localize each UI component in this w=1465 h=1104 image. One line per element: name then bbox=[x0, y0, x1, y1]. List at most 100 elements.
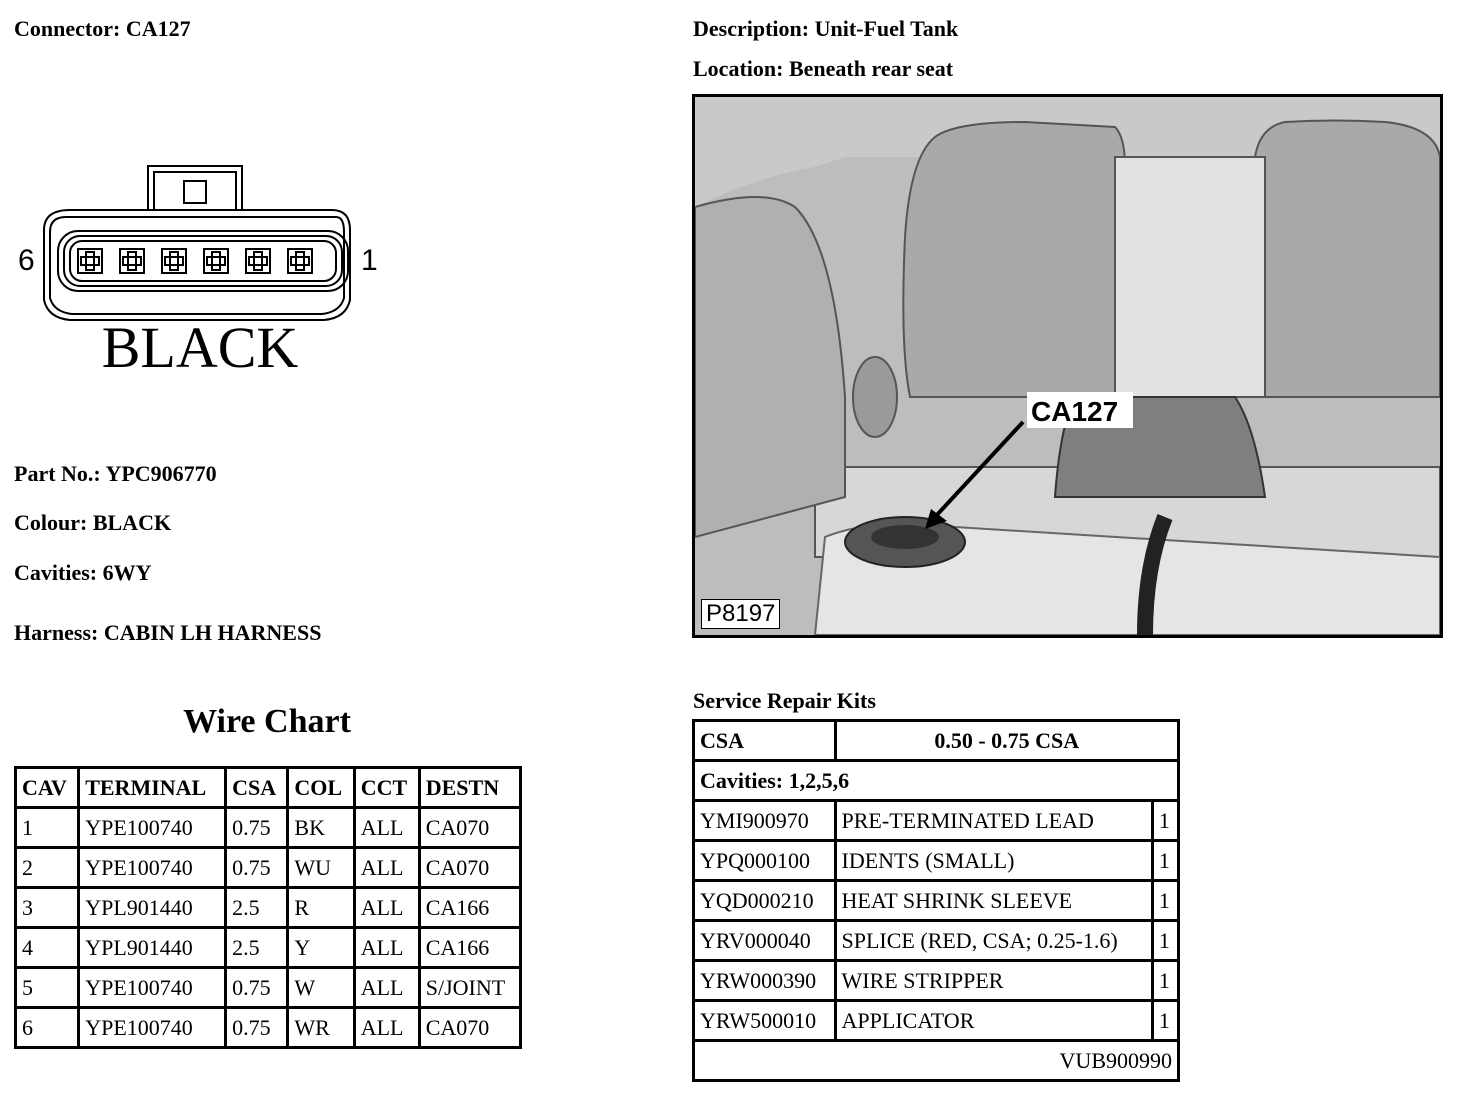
colour-label: Colour: bbox=[14, 510, 88, 535]
wire-chart-cell-terminal: YPL901440 bbox=[80, 929, 225, 966]
wire-chart-cell-cav: 6 bbox=[17, 1009, 78, 1046]
harness-label: Harness: bbox=[14, 620, 99, 645]
kit-part-number: YRW000390 bbox=[695, 962, 834, 999]
connector-value: CA127 bbox=[125, 16, 191, 41]
description-value: Unit-Fuel Tank bbox=[814, 16, 959, 41]
wire-chart-cell-cav: 3 bbox=[17, 889, 78, 926]
cavities-row: Cavities: 1,2,5,6 bbox=[695, 762, 1177, 799]
harness-line: Harness: CABIN LH HARNESS bbox=[14, 620, 321, 646]
wire-chart-header-destn: DESTN bbox=[420, 769, 519, 806]
csa-row: CSA 0.50 - 0.75 CSA bbox=[695, 722, 1177, 759]
pin-cavity-1 bbox=[287, 248, 313, 274]
connector-line: Connector: CA127 bbox=[14, 16, 191, 42]
wire-chart-cell-terminal: YPE100740 bbox=[80, 969, 225, 1006]
wire-chart-cell-cct: ALL bbox=[355, 889, 418, 926]
wire-chart-cell-destn: CA070 bbox=[420, 809, 519, 846]
wire-chart-cell-csa: 0.75 bbox=[227, 1009, 287, 1046]
kit-part-number: YMI900970 bbox=[695, 802, 834, 839]
wire-chart-header-cct: CCT bbox=[355, 769, 418, 806]
location-label: Location: bbox=[693, 56, 784, 81]
wire-chart-cell-cav: 4 bbox=[17, 929, 78, 966]
wire-chart-cell-cav: 1 bbox=[17, 809, 78, 846]
kit-quantity: 1 bbox=[1153, 962, 1177, 999]
wire-chart-cell-col: WU bbox=[289, 849, 353, 886]
pin-cavity-6 bbox=[77, 248, 103, 274]
wire-chart-cell-cav: 2 bbox=[17, 849, 78, 886]
part-no-line: Part No.: YPC906770 bbox=[14, 461, 217, 487]
rear-seat-illustration: CA127 bbox=[695, 97, 1440, 635]
colour-line: Colour: BLACK bbox=[14, 510, 171, 536]
wire-chart-cell-terminal: YPE100740 bbox=[80, 849, 225, 886]
kit-quantity: 1 bbox=[1153, 882, 1177, 919]
wire-chart-cell-cct: ALL bbox=[355, 929, 418, 966]
kit-part-number: YQD000210 bbox=[695, 882, 834, 919]
wire-chart-cell-col: BK bbox=[289, 809, 353, 846]
kit-quantity: 1 bbox=[1153, 802, 1177, 839]
wire-chart-cell-cav: 5 bbox=[17, 969, 78, 1006]
colour-value: BLACK bbox=[92, 510, 172, 535]
pin-cavity-2 bbox=[245, 248, 271, 274]
kit-part-number: YRV000040 bbox=[695, 922, 834, 959]
connector-color-label: BLACK bbox=[102, 315, 299, 380]
cavities-line: Cavities: 6WY bbox=[14, 560, 151, 586]
location-line: Location: Beneath rear seat bbox=[693, 56, 953, 82]
wire-chart-cell-destn: CA070 bbox=[420, 1009, 519, 1046]
wire-chart-cell-cct: ALL bbox=[355, 969, 418, 1006]
service-kits-title: Service Repair Kits bbox=[693, 688, 876, 713]
pin-cavity-5 bbox=[119, 248, 145, 274]
kit-quantity: 1 bbox=[1153, 922, 1177, 959]
kit-description: IDENTS (SMALL) bbox=[836, 842, 1151, 879]
kit-description: APPLICATOR bbox=[836, 1002, 1151, 1039]
wire-chart-cell-csa: 2.5 bbox=[227, 929, 287, 966]
wire-chart-cell-col: Y bbox=[289, 929, 353, 966]
kit-part-number: YPQ000100 bbox=[695, 842, 834, 879]
csa-label: CSA bbox=[695, 722, 834, 759]
wire-chart-cell-destn: CA166 bbox=[420, 929, 519, 966]
wire-chart-title: Wire Chart bbox=[183, 703, 351, 740]
wire-chart-cell-destn: CA070 bbox=[420, 849, 519, 886]
wire-chart-header-csa: CSA bbox=[227, 769, 287, 806]
part-no-label: Part No.: bbox=[14, 461, 101, 486]
wire-chart-cell-cct: ALL bbox=[355, 849, 418, 886]
wire-chart-cell-col: W bbox=[289, 969, 353, 1006]
pin-6-label: 6 bbox=[18, 244, 35, 277]
kit-description: PRE-TERMINATED LEAD bbox=[836, 802, 1151, 839]
pin-cavity-3 bbox=[203, 248, 229, 274]
connector-face-diagram: 6 1 BLACK bbox=[18, 165, 378, 380]
kit-description: HEAT SHRINK SLEEVE bbox=[836, 882, 1151, 919]
wire-chart-cell-terminal: YPL901440 bbox=[80, 889, 225, 926]
csa-value: 0.50 - 0.75 CSA bbox=[836, 722, 1177, 759]
wire-chart-cell-col: WR bbox=[289, 1009, 353, 1046]
photo-callout-label: CA127 bbox=[1031, 396, 1118, 427]
wire-chart-cell-csa: 0.75 bbox=[227, 969, 287, 1006]
photo-id-label: P8197 bbox=[701, 599, 781, 629]
kit-part-number: YRW500010 bbox=[695, 1002, 834, 1039]
kit-number: VUB900990 bbox=[695, 1042, 1177, 1079]
wire-chart-header-cav: CAV bbox=[17, 769, 78, 806]
wire-chart-header-col: COL bbox=[289, 769, 353, 806]
description-label: Description: bbox=[693, 16, 810, 41]
wire-chart-cell-csa: 2.5 bbox=[227, 889, 287, 926]
wire-chart-cell-destn: CA166 bbox=[420, 889, 519, 926]
harness-value: CABIN LH HARNESS bbox=[103, 620, 322, 645]
part-no-value: YPC906770 bbox=[105, 461, 217, 486]
pin-cavity-4 bbox=[161, 248, 187, 274]
wire-chart-cell-destn: S/JOINT bbox=[420, 969, 519, 1006]
wire-chart-cell-cct: ALL bbox=[355, 809, 418, 846]
kit-cavities: Cavities: 1,2,5,6 bbox=[695, 762, 1177, 799]
description-line: Description: Unit-Fuel Tank bbox=[693, 16, 958, 42]
wire-chart-cell-csa: 0.75 bbox=[227, 809, 287, 846]
wire-chart-cell-col: R bbox=[289, 889, 353, 926]
